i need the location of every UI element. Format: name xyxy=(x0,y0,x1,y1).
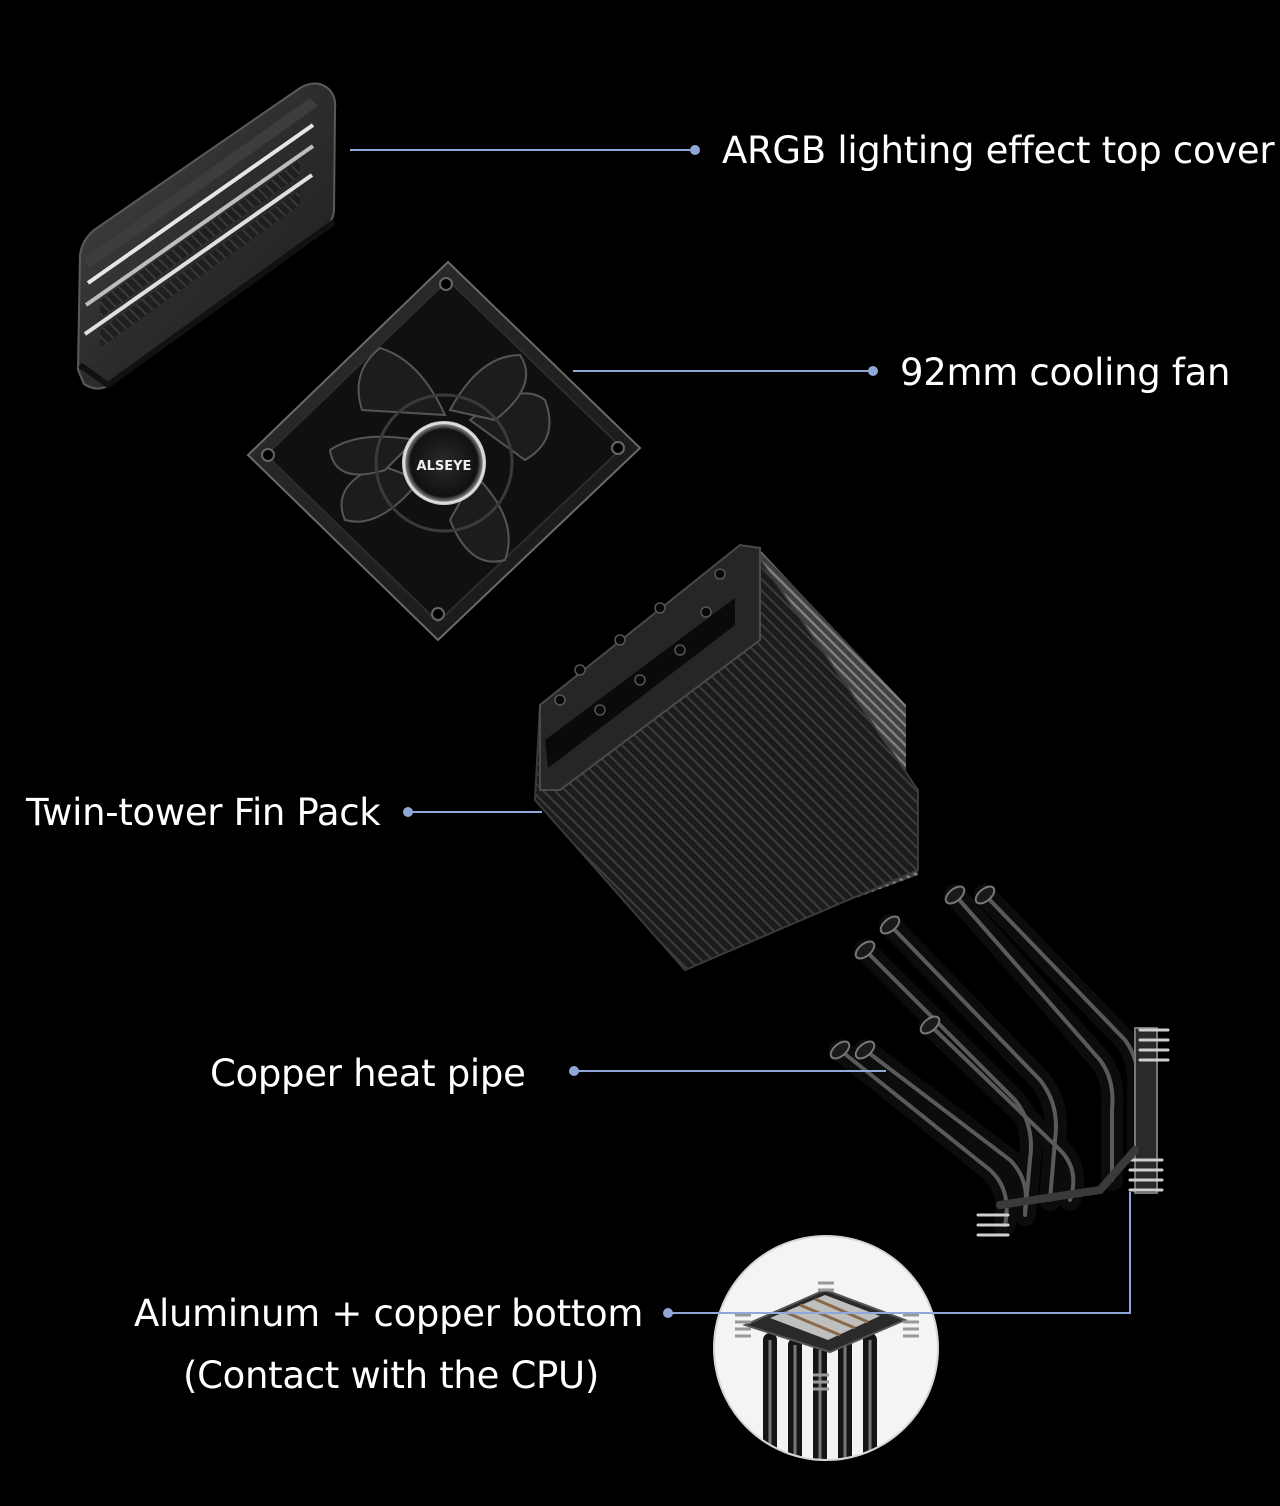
label-heat-pipe: Copper heat pipe xyxy=(210,1052,526,1095)
heat-pipe-part xyxy=(829,884,1170,1237)
leader-dot-fan xyxy=(868,366,878,376)
leader-dot-fin-pack xyxy=(403,807,413,817)
leader-lines xyxy=(350,149,1131,1314)
leader-dots xyxy=(403,145,878,1318)
top-cover-part xyxy=(76,82,337,390)
label-fan: 92mm cooling fan xyxy=(900,351,1231,394)
leader-dot-top-cover xyxy=(690,145,700,155)
leader-dot-heat-pipe xyxy=(569,1066,579,1076)
leader-line-bottom xyxy=(668,1192,1131,1314)
label-bottom: Aluminum + copper bottom xyxy=(134,1292,644,1335)
label-bottom-note: (Contact with the CPU) xyxy=(183,1354,599,1397)
fan-logo: ALSEYE xyxy=(417,459,472,474)
fan-part: ALSEYE xyxy=(246,260,642,642)
label-top-cover: ARGB lighting effect top cover xyxy=(722,129,1275,172)
base-zoom-circle xyxy=(713,1235,939,1461)
leader-dot-bottom xyxy=(663,1308,673,1318)
label-fin-pack: Twin-tower Fin Pack xyxy=(26,791,381,834)
fin-pack-part xyxy=(533,543,919,972)
